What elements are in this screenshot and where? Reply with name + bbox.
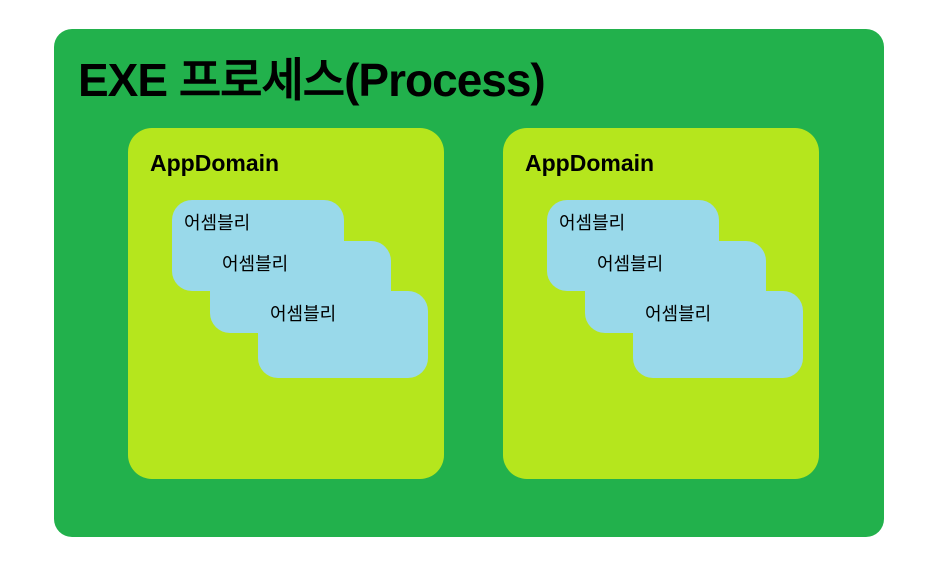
appdomain-box-2: AppDomain 어셈블리 어셈블리 어셈블리 — [503, 128, 819, 479]
appdomain-1-label: AppDomain — [150, 150, 280, 176]
appdomain-box-1: AppDomain 어셈블리 어셈블리 어셈블리 — [128, 128, 444, 479]
exe-process-title: EXE 프로세스(Process) — [78, 54, 546, 106]
appdomain-2-label: AppDomain — [525, 150, 655, 176]
exe-process-box: EXE 프로세스(Process) AppDomain 어셈블리 어셈블리 어셈… — [54, 29, 884, 537]
assembly-box-1-3: 어셈블리 — [258, 291, 428, 378]
assembly-2-1-label: 어셈블리 — [559, 213, 626, 233]
assembly-2-2-label: 어셈블리 — [597, 254, 664, 274]
assembly-box-2-3: 어셈블리 — [633, 291, 803, 378]
assembly-2-3-label: 어셈블리 — [645, 304, 712, 324]
assembly-1-2-label: 어셈블리 — [222, 254, 289, 274]
assembly-1-1-label: 어셈블리 — [184, 213, 251, 233]
assembly-1-3-label: 어셈블리 — [270, 304, 337, 324]
